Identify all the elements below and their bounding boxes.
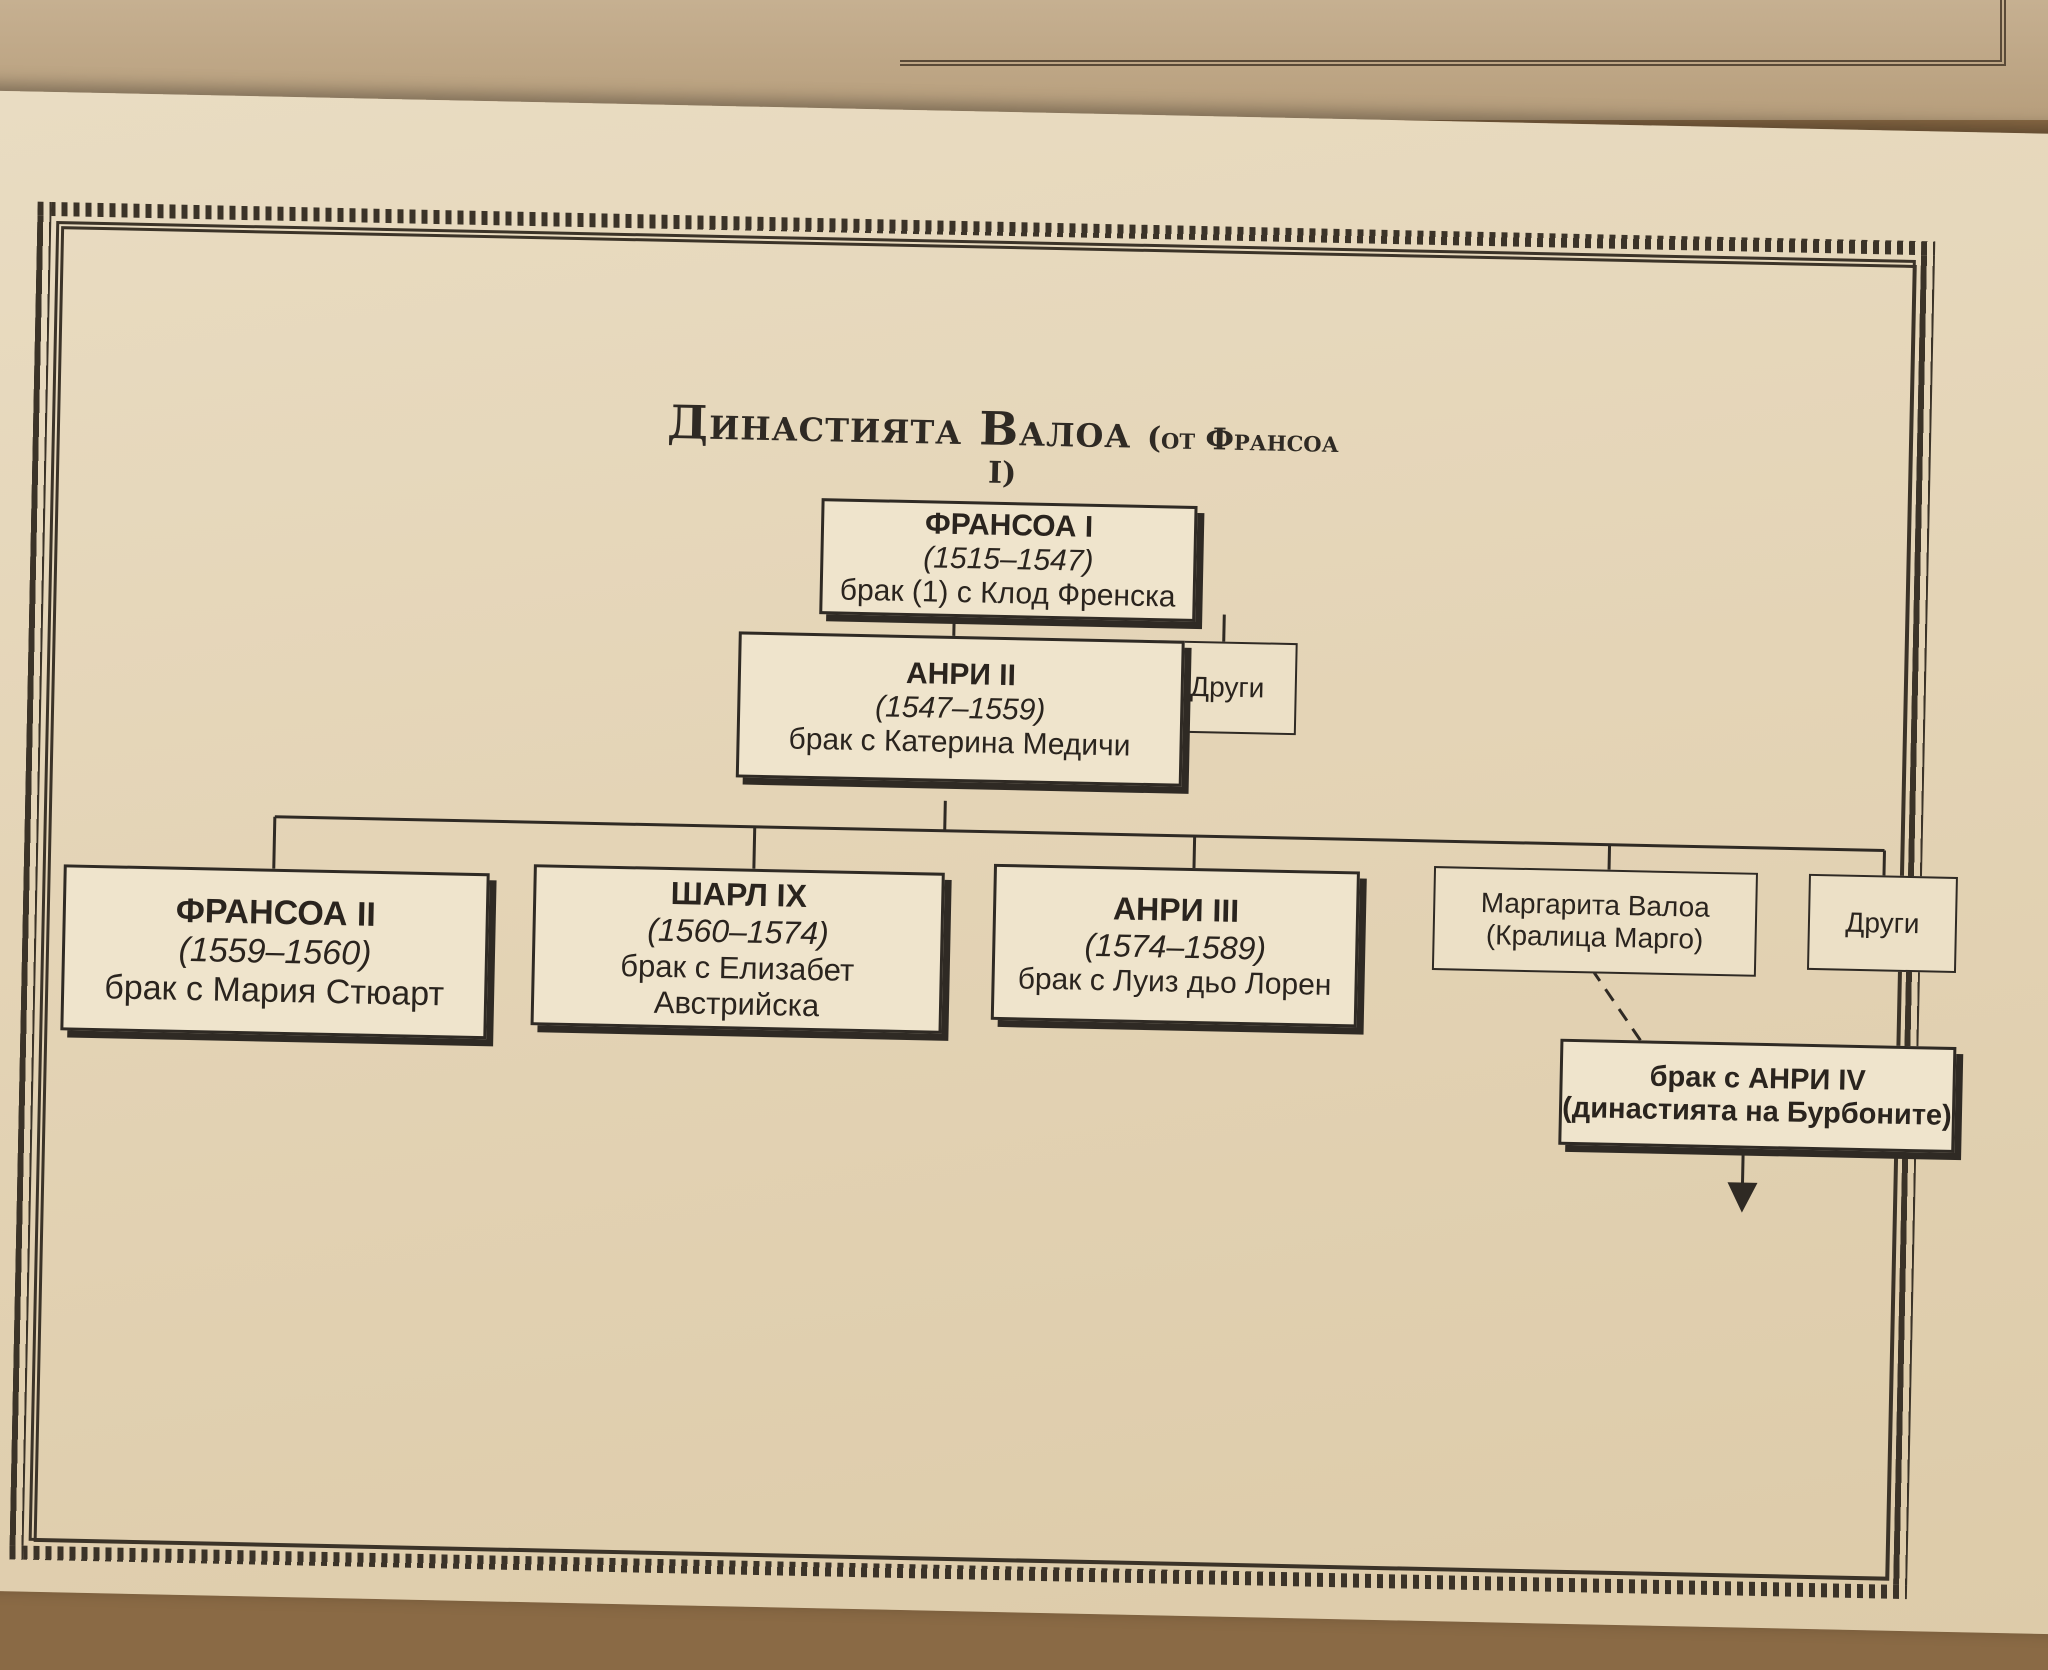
node-line2: (династията на Бурбоните) <box>1561 1091 1953 1132</box>
node-bourbon: брак с АНРИ IV (династията на Бурбоните) <box>1558 1038 1957 1153</box>
connector-margot-bourbon <box>1590 968 1642 1042</box>
node-line2: (Кралица Марго) <box>1485 919 1704 955</box>
connector-root-to-others <box>1222 614 1226 642</box>
node-marriage: брак с Мария Стюарт <box>103 967 445 1013</box>
connector-to-others2 <box>1882 850 1886 876</box>
node-marriage: брак с Луиз дьо Лорен <box>1017 962 1332 1002</box>
connector-to-henri3 <box>1192 835 1197 869</box>
previous-page-border <box>900 0 2006 66</box>
connector-to-charles9 <box>752 826 757 869</box>
connector-henri2-down <box>943 800 947 831</box>
node-marriage: брак (1) с Клод Френска <box>839 573 1176 614</box>
node-henri2: АНРИ II (1547–1559) брак с Катерина Меди… <box>735 631 1185 787</box>
node-henri3: АНРИ III (1574–1589) брак с Луиз дьо Лор… <box>990 863 1360 1028</box>
node-label: Други <box>1845 906 1920 940</box>
node-marriage: брак с Елизабет Австрийска <box>620 947 855 1023</box>
connector-to-margot <box>1607 844 1612 870</box>
node-margot: Маргарита Валоа (Кралица Марго) <box>1431 866 1758 977</box>
node-francois2: ФРАНСОА II (1559–1560) брак с Мария Стюа… <box>60 864 490 1040</box>
arrow-down-icon <box>1727 1182 1758 1213</box>
node-charles9: ШАРЛ IX (1560–1574) брак с Елизабет Авст… <box>530 864 945 1034</box>
tree-connectors <box>272 608 1886 1213</box>
connector-children-bar <box>274 815 1885 852</box>
book-page: Династията Валоа (от Франсоа I) ФРАНСОА … <box>0 90 2048 1635</box>
node-children-others: Други <box>1806 873 1958 973</box>
connector-to-francois2 <box>272 816 277 869</box>
node-francois1: ФРАНСОА I (1515–1547) брак (1) с Клод Фр… <box>819 498 1198 622</box>
